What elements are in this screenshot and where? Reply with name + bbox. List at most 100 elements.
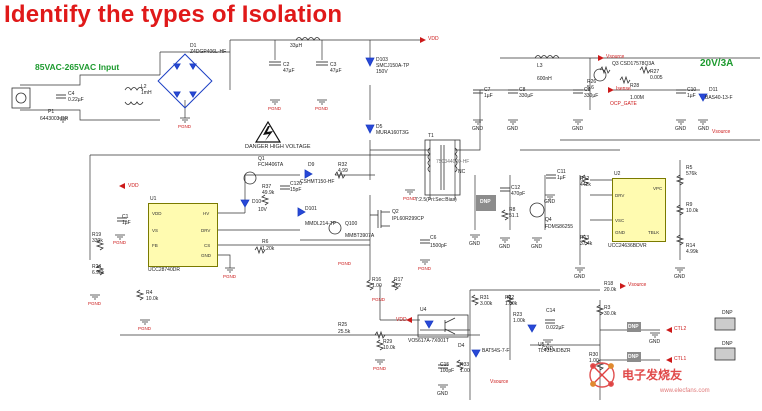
d9-part: CSHMT150-HF (300, 179, 335, 185)
r9-value: 10.0k (686, 208, 699, 214)
u1-pin-drv: DRV (201, 228, 211, 233)
r6-ref: R6 (262, 239, 269, 245)
r19-value: 330k (92, 238, 103, 244)
l3-value: 600nH (537, 76, 552, 82)
gnd-r8: GND (499, 244, 511, 250)
pgnd-bias: PGND (403, 196, 417, 201)
u1-pin-gnd: GND (201, 253, 211, 258)
u2-part: UCC24636BDVR (608, 243, 647, 249)
c11-ref: C11 (557, 169, 566, 175)
gnd-c8: GND (507, 126, 519, 132)
d3-part: SMCJ150A-TP (376, 63, 410, 69)
r32-ref: R32 (338, 162, 348, 168)
r26-value: 5.6 (587, 85, 594, 91)
r31-ref: R31 (480, 295, 490, 301)
r17-value: 0.2 (394, 283, 401, 289)
r27-value: 0.005 (650, 75, 663, 81)
u1-ref: U1 (150, 196, 157, 202)
r29-ref: R29 (383, 339, 393, 345)
r18-value: 20.0k (604, 287, 617, 293)
c7-value: 1µF (484, 93, 493, 99)
q2-part: IPL60R299CP (392, 216, 424, 222)
r4-value: 10.0k (146, 296, 159, 302)
r17-ref: R17 (394, 277, 404, 283)
gnd-dnp: GND (649, 339, 661, 345)
r22-ref: R22 (505, 295, 515, 301)
gnd-c11: GND (544, 199, 556, 205)
danger-warning-text: DANGER HIGH VOLTAGE (245, 144, 311, 150)
l1-value: 33µH (290, 43, 303, 49)
l3-ref: L3 (537, 63, 543, 69)
gnd-r13: GND (574, 274, 586, 280)
dnp-label-4: DNP (722, 310, 733, 316)
r23-ref: R23 (513, 312, 523, 318)
gnd-c9: GND (572, 126, 584, 132)
gnd-c12: GND (469, 241, 481, 247)
gnd-q4: GND (531, 244, 543, 250)
d5-part: MURA160T3G (376, 130, 409, 136)
d1-ref: D1 (190, 43, 197, 49)
dnp-label-5: DNP (722, 341, 733, 347)
d11-ref: D11 (709, 87, 718, 93)
pgnd-c2: PGND (268, 106, 282, 111)
r14-value: 4.99k (686, 249, 699, 255)
r16-value: 1.00 (372, 283, 382, 289)
net-ctl1: CTL1 (674, 356, 687, 362)
pgnd-r4: PGND (138, 326, 152, 331)
q1-ref: Q1 (258, 156, 265, 162)
page-title: Identify the types of Isolation (4, 1, 343, 28)
gnd-r14: GND (674, 274, 686, 280)
c14-ref: C14 (546, 308, 556, 314)
c10-value: 1µF (687, 93, 696, 99)
u1-part: UCC28740DR (148, 267, 180, 273)
pgnd-r16: PGND (372, 297, 386, 302)
r25-value: 25.5k (338, 329, 351, 335)
c8-ref: C8 (519, 87, 526, 93)
p1-ref: P1 (48, 109, 55, 115)
gnd-c15: GND (437, 391, 449, 397)
net-vdd-top: VDD (428, 36, 439, 42)
dnp-label-2: DNP (628, 324, 639, 330)
u2-sync-rectifier-ic (612, 178, 666, 242)
gnd-c10: GND (675, 126, 687, 132)
pgnd-r24: PGND (88, 301, 102, 306)
watermark-text: 电子发烧友 (622, 368, 683, 382)
dnp-box-1 (476, 195, 496, 211)
l2-value: 1mH (141, 90, 152, 96)
net-vdd-feedback: VDD (396, 317, 407, 323)
r22-value: 1.00k (505, 301, 518, 307)
c120-value: 15pF (290, 187, 302, 193)
gnd-c7: GND (472, 126, 484, 132)
net-vsource-top: Vsource (606, 54, 625, 60)
d3-ref: D103 (376, 57, 388, 63)
l2-ref: L2 (141, 84, 147, 90)
r12-ref: R12 (580, 176, 590, 182)
d1-part: Z4DGP406L-HF (190, 49, 227, 55)
t1-part: 750344000-HF (436, 159, 470, 165)
d4-ref: D4 (458, 343, 465, 349)
c2-ref: C2 (283, 62, 290, 68)
u1-controller-ic (148, 203, 218, 267)
c120-ref: C120 (290, 181, 302, 187)
dnp-box-2 (627, 322, 641, 332)
nc-label: NC (458, 169, 466, 175)
net-vsource-out: Vsource (712, 129, 731, 135)
r26-ref: R26 (587, 79, 597, 85)
d11-part: BAS40-13-F (705, 95, 733, 101)
pgnd-bridge: PGND (178, 124, 192, 129)
q4-part: FDMS86255 (545, 224, 574, 230)
d10-voltage: 10V (258, 207, 267, 213)
c12-ref: C12 (511, 185, 521, 191)
r4-ref: R4 (146, 290, 153, 296)
c15-value: 100pF (440, 368, 455, 374)
u2-pin-gnd: GND (615, 230, 625, 235)
p1-part: 6443003.DR (40, 116, 69, 122)
q100-part: MMBT3907A (345, 233, 375, 239)
d101-part: MMDL214-TP (305, 221, 337, 227)
r16-ref: R16 (372, 277, 382, 283)
c1-value: 1µF (122, 220, 131, 226)
r24-ref: R24 (92, 264, 102, 270)
q3-part: CSD17578Q3A (620, 61, 655, 67)
